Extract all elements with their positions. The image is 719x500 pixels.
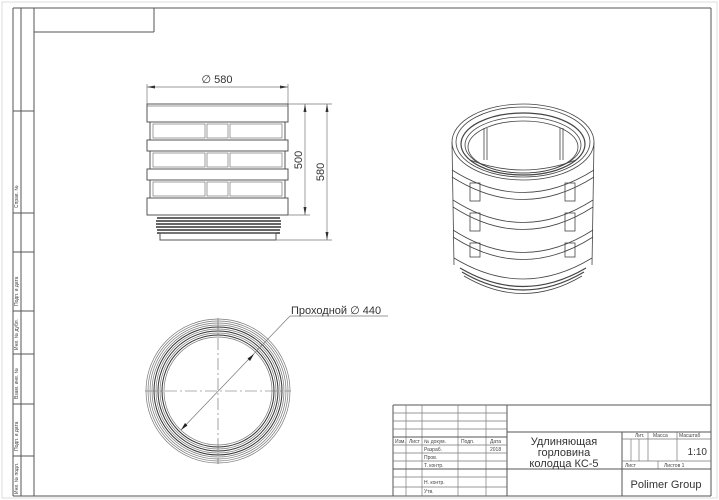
front-view	[146, 84, 332, 241]
mass-label: Масса	[653, 433, 668, 439]
title-block	[392, 404, 711, 496]
margin-label-orig-inv: Инв. № подл.	[14, 463, 20, 494]
header-list: Лист	[409, 439, 421, 445]
height-500-label: 500	[293, 151, 305, 169]
lit-label: Лит.	[635, 433, 644, 439]
drawing-frame	[12, 7, 712, 497]
sheet-label: Лист	[625, 463, 637, 469]
isometric-view	[451, 103, 595, 294]
title-line-2: горловина	[538, 447, 591, 459]
row-approved: Утв.	[424, 489, 434, 495]
margin-label-dup-inv: Инв. № дубл.	[14, 319, 20, 350]
margin-label-sign-date-2: Подп. и дата	[14, 421, 20, 451]
header-date: Дата	[490, 439, 501, 445]
row-developer-date: 2018	[490, 447, 501, 453]
row-checked: Пров.	[424, 455, 437, 461]
header-sign: Подп.	[461, 439, 474, 445]
margin-label-sign-date-1: Подп. и дата	[14, 276, 20, 306]
row-developer: Разраб.	[424, 447, 442, 453]
diameter-580-label: ∅ 580	[202, 74, 233, 86]
sheets-label: Листов 1	[664, 463, 685, 469]
header-izm: Изм.	[395, 439, 406, 445]
margin-label-ref: Справ. №	[14, 185, 20, 208]
height-580-label: 580	[315, 163, 327, 181]
header-doc-no: № докум.	[424, 439, 446, 445]
title-line-3: колодца КС-5	[529, 458, 598, 470]
row-tech-control: Т. контр.	[424, 463, 444, 469]
row-norm-control: Н. контр.	[424, 480, 445, 486]
title-line-1: Удлиняющая	[531, 436, 598, 448]
scale-label: Масштаб	[679, 433, 701, 439]
company-name: Polimer Group	[631, 479, 702, 491]
scale-value: 1:10	[688, 447, 708, 458]
margin-label-replace-inv: Взам. инв. №	[14, 368, 20, 399]
passage-diameter-label: Проходной ∅ 440	[291, 305, 381, 317]
top-view	[145, 315, 388, 464]
